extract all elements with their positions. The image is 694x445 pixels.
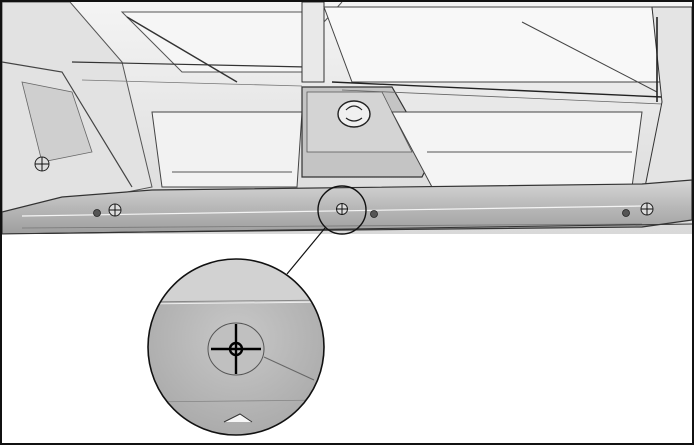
vehicle-body (2, 2, 692, 234)
fastener-left-rear (34, 156, 50, 172)
fastener-right (622, 202, 654, 217)
fastener-left (93, 203, 122, 217)
fastener-center (336, 203, 378, 218)
zoom-detail (147, 258, 325, 436)
cap-icon (337, 100, 371, 128)
leader-line (286, 227, 326, 275)
callout-ring (317, 185, 367, 235)
